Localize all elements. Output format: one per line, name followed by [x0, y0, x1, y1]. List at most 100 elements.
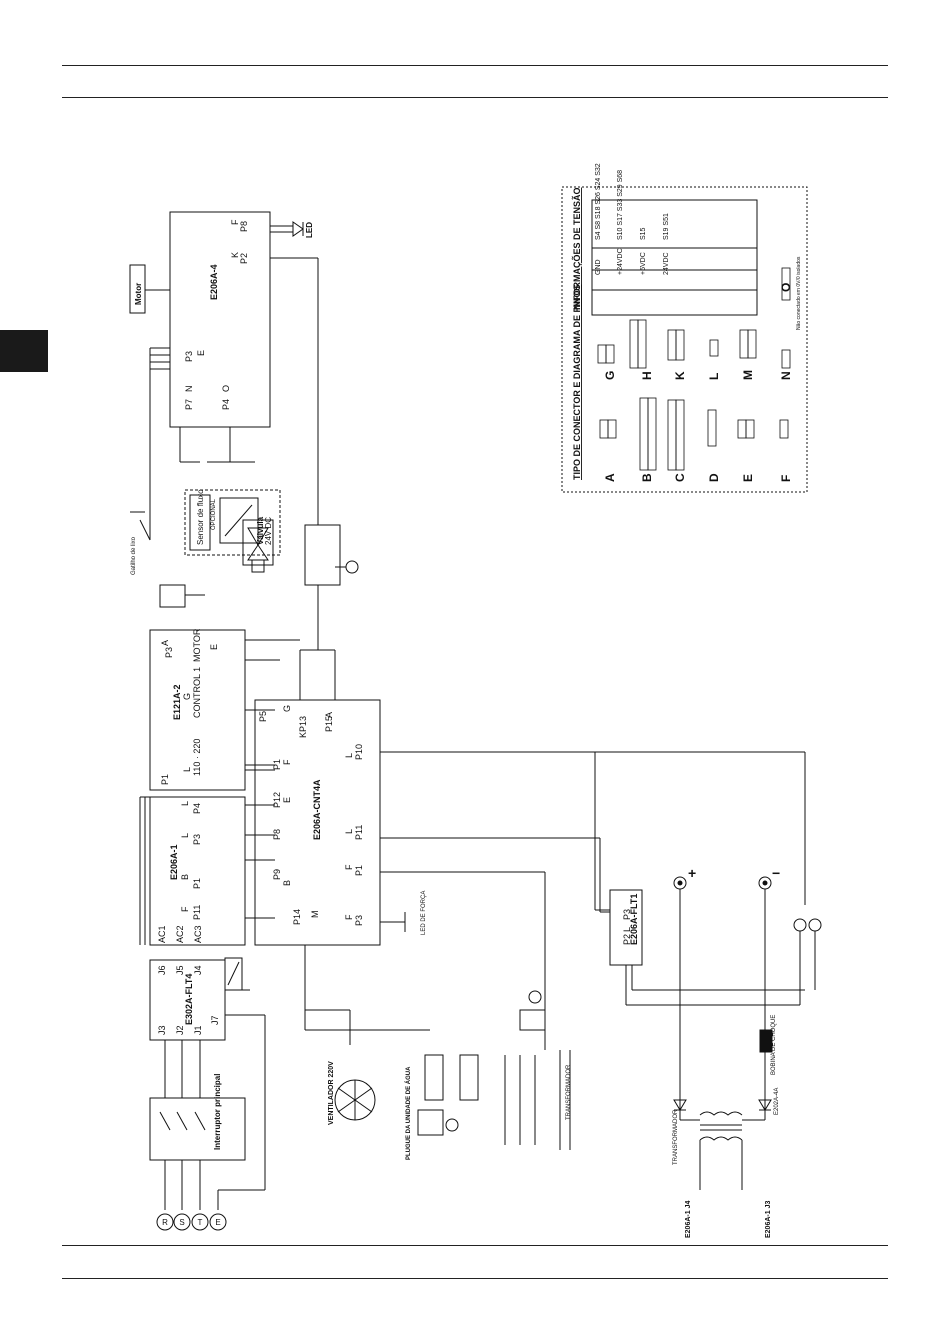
e206a4-n: N [184, 386, 194, 393]
flt1-p2: P2 [622, 934, 632, 945]
voltage-table-title: INFORMAÇÕES DE TENSÃO [572, 187, 582, 310]
legend-letter-a: A [603, 473, 617, 482]
cnt4a-b: B [282, 880, 292, 886]
cnt4a-p9: P9 [272, 869, 282, 880]
motor-label: Motor [134, 283, 143, 305]
terminal-block [304, 524, 341, 586]
e206a1-b: B [180, 874, 190, 880]
legend-letter-o: O [779, 283, 793, 292]
optional-block [184, 489, 281, 556]
cnt4a-p8: P8 [272, 829, 282, 840]
legend-n-note: Não conectado em 0V/0 isolados [796, 256, 802, 330]
e121a2-g: G [182, 693, 192, 700]
e206a1-p1: P1 [192, 878, 202, 889]
water-plug-label: PLUGUE DA UNIDADE DE ÁGUA [405, 1066, 412, 1160]
cnt4a-p12: P12 [272, 792, 282, 808]
connector-pin-grids [597, 267, 791, 471]
legend-letter-k: K [673, 371, 687, 380]
e121a2-p3: P3 [164, 647, 174, 658]
cnt4a-p1a: P1 [272, 759, 282, 770]
e206a-j4-label: E206A-1 J4 [685, 1201, 692, 1238]
cnt4a-p11: P11 [354, 825, 364, 840]
e206a1-f: F [180, 906, 190, 912]
e121a2-a: A [160, 640, 170, 646]
legend-letter-f: F [779, 475, 793, 482]
led-label: LED [305, 222, 314, 238]
legend-letter-c: C [673, 473, 687, 482]
flt4-j5: J5 [175, 965, 185, 975]
flow-sensor-label: Sensor de fluxo [196, 489, 205, 545]
transformer-label-right: TRANSFORMADOR [673, 1109, 679, 1165]
flt4-j4: J4 [193, 965, 203, 975]
valve-label: Válvula [256, 516, 265, 545]
e206a-j3-label: E206A-1 J3 [765, 1201, 772, 1238]
choke-coil [759, 1029, 773, 1053]
e206a1-l2: L [180, 833, 190, 838]
voltage-row-0-pins: S4 S8 S18 S26 S24 S32 [595, 163, 602, 240]
plus-label: + [688, 865, 696, 881]
ground-symbol-1 [345, 560, 359, 574]
flt4-j1: J1 [193, 1025, 203, 1035]
mains-t-label: T [198, 1218, 203, 1227]
header-rule-bottom [62, 97, 888, 98]
legend-letter-n: N [779, 371, 793, 380]
motor-box [129, 264, 146, 314]
legend-letter-h: H [640, 371, 654, 380]
valve-box [242, 519, 274, 566]
main-switch-box [149, 1097, 246, 1161]
e206a4-p3: P3 [184, 351, 194, 362]
board-e206aflt1-label: E206A-FLT1 [629, 894, 639, 945]
cnt4a-e: E [282, 797, 292, 803]
cnt4a-f2: F [344, 864, 354, 870]
mains-terminal-r [156, 1213, 174, 1231]
cnt4a-p3: P3 [354, 915, 364, 926]
main-switch-label: Interruptor principal [213, 1074, 222, 1150]
board-e206acnt4a-label: E206A-CNT4A [312, 779, 322, 840]
footer-rule-top [62, 1245, 888, 1246]
e206a1-l1: L [180, 801, 190, 806]
cnt4a-a: A [324, 712, 334, 718]
diode-1 [673, 1099, 687, 1111]
board-e206a4-label: E206A-4 [209, 264, 219, 300]
voltage-row-1-pins: S10 S17 S33 S29 S68 [617, 170, 624, 240]
cnt4a-p5: P5 [258, 711, 268, 722]
diode-label: E202A-4A [774, 1088, 780, 1115]
cnt4a-p15: P15 [324, 716, 334, 732]
cnt4a-m: M [310, 911, 320, 919]
board-e121a2-label: E121A-2 [172, 684, 182, 720]
e206a4-f: F [230, 219, 240, 225]
voltage-row-3-label: 24VDC [663, 252, 670, 275]
flt4-j2: J2 [175, 1025, 185, 1035]
cnt4a-f1: F [282, 759, 292, 765]
flt4-ac2: AC2 [175, 925, 185, 943]
board-e206a1-label: E206A-1 [169, 844, 179, 880]
e206a4-p4: P4 [221, 399, 231, 410]
legend-letter-g: G [603, 371, 617, 380]
minus-label: − [772, 865, 780, 881]
flt4-ac1: AC1 [157, 925, 167, 943]
voltage-table-frame [591, 199, 758, 316]
e206a1-p3: P3 [192, 834, 202, 845]
ground-symbol-2 [528, 990, 542, 1004]
flt4-j3: J3 [157, 1025, 167, 1035]
footer-rule-bottom [62, 1278, 888, 1279]
section-tab [0, 330, 48, 372]
flt4-ac3: AC3 [193, 925, 203, 943]
transformer-coil [699, 1111, 743, 1116]
cnt4a-l2: L [344, 829, 354, 834]
flt1-l: L [622, 927, 632, 932]
mains-terminal-s [173, 1213, 191, 1231]
flow-sensor-box [189, 494, 211, 551]
switch-label: Gatilho de lixo [131, 536, 137, 575]
mains-terminal-t [191, 1213, 209, 1231]
e206a4-p8: P8 [239, 221, 249, 232]
diode-2 [758, 1099, 772, 1111]
flt4-j6: J6 [157, 965, 167, 975]
voltage-row-0-label: GND [595, 259, 602, 275]
legend-letter-l: L [707, 373, 721, 380]
legend-letter-m: M [741, 370, 755, 380]
voltage-row-2-pins: S15 [640, 227, 647, 240]
cnt4a-p10: P10 [354, 744, 364, 760]
board-e302aflt4 [149, 959, 226, 1041]
valve-voltage-label: 24V DC [264, 517, 273, 545]
